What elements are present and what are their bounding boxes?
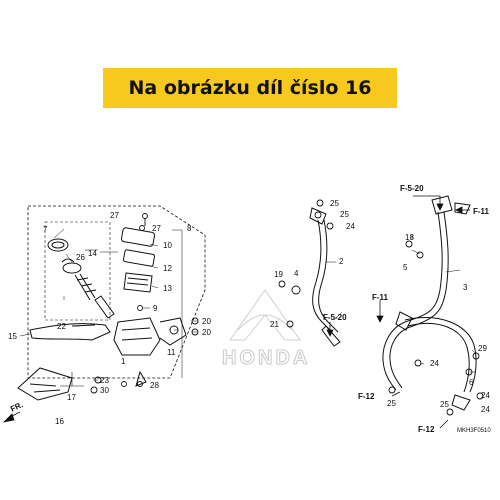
callout-7: 7 <box>43 225 48 234</box>
callout-21: 21 <box>270 320 279 329</box>
diagram-code: MKH3F0510 <box>457 428 491 434</box>
callout-25c: 25 <box>387 399 396 408</box>
callout-17: 17 <box>67 393 76 402</box>
honda-watermark: HONDA <box>222 289 310 370</box>
callout-20: 20 <box>202 317 211 326</box>
callout-30: 30 <box>100 386 109 395</box>
piston-kit-frame <box>44 221 111 321</box>
brake-hose-3 <box>382 195 477 411</box>
master-cylinder-group-frame <box>27 205 206 379</box>
callout-25: 25 <box>330 199 339 208</box>
callout-18: 18 <box>405 233 414 242</box>
ref-bottom-left: F-12 <box>358 392 375 401</box>
callout-25d: 25 <box>440 400 449 409</box>
front-indicator: FR. <box>9 400 24 414</box>
callout-28: 28 <box>150 381 159 390</box>
callout-2: 2 <box>339 257 344 266</box>
reference-arrows <box>2 195 470 429</box>
ref-bottom-mid: F-12 <box>418 425 435 434</box>
callout-6: 6 <box>469 378 474 387</box>
callout-5: 5 <box>403 263 408 272</box>
callout-24c: 24 <box>481 391 490 400</box>
callout-10: 10 <box>163 241 172 250</box>
section-references: F-5-20 F-11 F-11 F-5-20 F-12 F-12 FR. MK… <box>9 184 491 434</box>
callout-16: 16 <box>55 417 64 426</box>
callout-8: 8 <box>187 224 192 233</box>
watermark-text: HONDA <box>222 347 310 369</box>
callout-13: 13 <box>163 284 172 293</box>
callout-25b: 25 <box>340 210 349 219</box>
callout-20b: 20 <box>202 328 211 337</box>
ref-right-top: F-11 <box>473 207 490 216</box>
callout-3: 3 <box>463 283 468 292</box>
callout-15: 15 <box>8 332 17 341</box>
brake-hose-2 <box>309 207 341 347</box>
banner-text: Na obrázku díl číslo 16 <box>128 77 372 99</box>
callout-27b: 27 <box>152 224 161 233</box>
ref-top: F-5-20 <box>400 184 424 193</box>
callout-14: 14 <box>88 249 97 258</box>
ref-mid: F-5-20 <box>323 313 347 322</box>
ref-mid-left: F-11 <box>372 293 389 302</box>
callout-4: 4 <box>294 269 299 278</box>
callout-11: 11 <box>167 348 176 357</box>
leader-lines <box>19 228 477 381</box>
callout-26: 26 <box>76 253 85 262</box>
callout-1: 1 <box>121 357 126 366</box>
callout-12: 12 <box>163 264 172 273</box>
part-number-banner: Na obrázku díl číslo 16 <box>103 68 397 108</box>
callout-23: 23 <box>100 376 109 385</box>
callout-29: 29 <box>478 344 487 353</box>
master-cylinder-parts <box>17 227 187 401</box>
callout-24b: 24 <box>430 359 439 368</box>
callout-27: 27 <box>110 211 119 220</box>
callout-24d: 24 <box>481 405 490 414</box>
callout-numbers: 7 14 26 27 27 8 10 12 13 9 20 20 11 15 2… <box>8 199 490 426</box>
callout-9: 9 <box>153 304 158 313</box>
callout-19: 19 <box>274 270 283 279</box>
callout-22: 22 <box>57 322 66 331</box>
callout-24: 24 <box>346 222 355 231</box>
